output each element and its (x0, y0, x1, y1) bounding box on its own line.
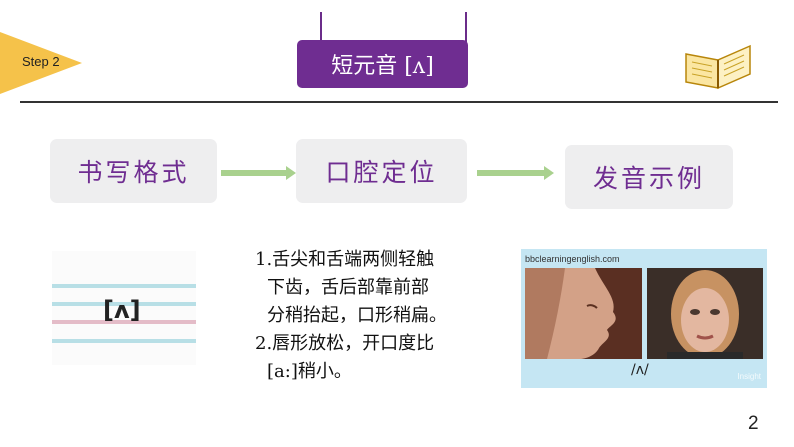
phoneme-symbol: [ʌ] (103, 296, 141, 324)
step-badge (0, 32, 82, 94)
open-book-icon (685, 44, 751, 90)
guide-line (52, 320, 196, 324)
guide-line (52, 339, 196, 343)
description-line: 1.舌尖和舌端两侧轻触 (255, 249, 435, 270)
step-box-example-label: 发音示例 (592, 164, 705, 193)
guide-line (52, 284, 196, 288)
front-face-image (647, 268, 763, 359)
step-box-writing: 书写格式 (50, 139, 217, 203)
step-badge-label: Step 2 (22, 54, 60, 69)
video-ipa-caption: /ʌ/ (631, 362, 649, 378)
side-profile-image (525, 268, 642, 359)
description-line: 2.唇形放松，开口度比 (255, 333, 435, 354)
header-divider (20, 101, 778, 103)
phoneme-writing-card (52, 251, 196, 365)
step-box-mouth-position-label: 口腔定位 (325, 158, 438, 187)
arrow-icon (221, 166, 296, 180)
step-box-writing-label: 书写格式 (77, 158, 190, 187)
description-line: 下齿，舌后部靠前部 (267, 277, 429, 298)
slide-title: 短元音 [ʌ] (297, 40, 468, 88)
step-box-example: 发音示例 (565, 145, 733, 209)
arrow-icon (477, 166, 554, 180)
step-box-mouth-position: 口腔定位 (296, 139, 467, 203)
description-line: [a:]稍小。 (267, 361, 352, 382)
title-hanger-right (465, 12, 467, 42)
description-line: 分稍抬起，口形稍扁。 (267, 305, 447, 326)
guide-line (52, 302, 196, 306)
pronunciation-description: 1.舌尖和舌端两侧轻触 下齿，舌后部靠前部 分稍抬起，口形稍扁。 2.唇形放松，… (255, 246, 505, 386)
title-hanger-left (320, 12, 322, 42)
page-number: 2 (748, 413, 759, 434)
video-source-url: bbclearningenglish.com (525, 254, 620, 264)
video-watermark: Insight (737, 372, 761, 381)
pronunciation-video[interactable]: bbclearningenglish.com /ʌ/ Insight (521, 249, 767, 388)
